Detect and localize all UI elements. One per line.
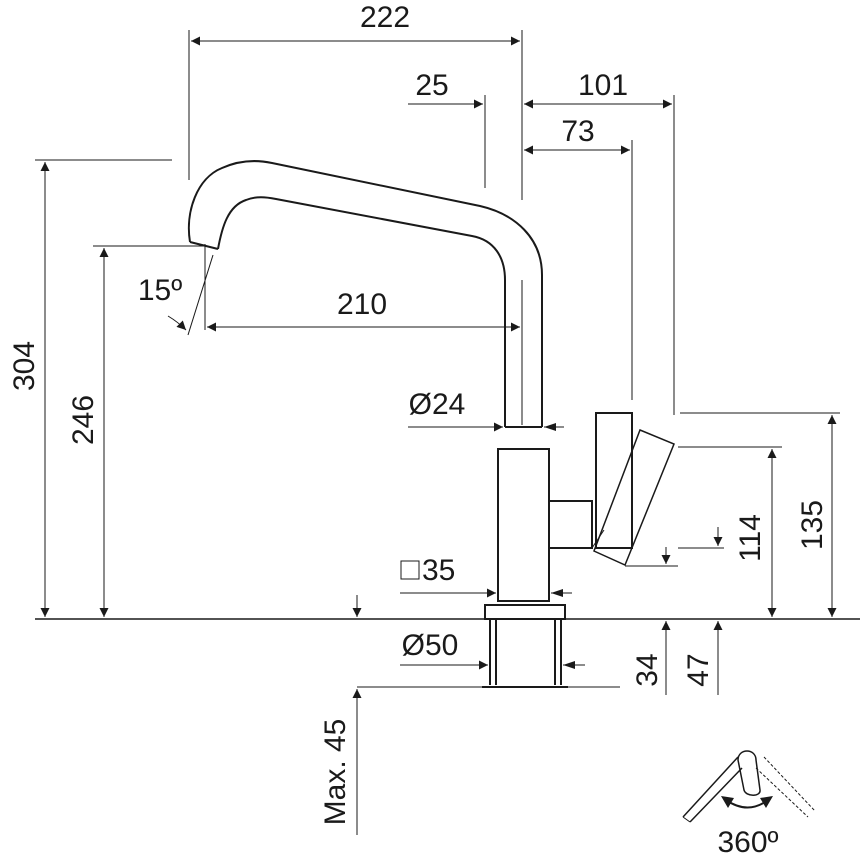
rotation-label: 360º bbox=[717, 826, 778, 859]
lever-connector bbox=[549, 500, 593, 549]
dim-max45-label: Max. 45 bbox=[319, 719, 352, 826]
dim-101: 101 bbox=[524, 69, 675, 415]
dim-135-label: 135 bbox=[796, 500, 829, 550]
dim-d50-label: Ø50 bbox=[402, 629, 459, 662]
dim-73-label: 73 bbox=[561, 115, 594, 148]
dim-34: 34 bbox=[625, 547, 678, 695]
dim-34-label: 34 bbox=[631, 653, 664, 686]
faucet-body bbox=[497, 448, 550, 602]
rotation-arrows-icon: 360º bbox=[682, 750, 816, 859]
dim-210-label: 210 bbox=[337, 288, 387, 321]
dim-47: 47 bbox=[678, 527, 724, 695]
dim-sq35: 35 bbox=[400, 554, 572, 598]
spout-outer-edge bbox=[188, 160, 543, 427]
dim-222-label: 222 bbox=[360, 1, 410, 34]
dim-246: 246 bbox=[67, 245, 205, 617]
dim-d50: Ø50 bbox=[400, 629, 585, 670]
dim-304-label: 304 bbox=[8, 341, 41, 391]
square-symbol-icon bbox=[400, 560, 420, 580]
lever-housing bbox=[595, 412, 633, 549]
spout-inner-edge bbox=[217, 196, 506, 427]
dim-210: 210 bbox=[207, 288, 520, 332]
base-flange bbox=[484, 604, 566, 620]
dim-sq35-label: 35 bbox=[422, 554, 455, 587]
dim-222: 222 bbox=[188, 1, 523, 200]
dim-15-label: 15º bbox=[138, 274, 182, 307]
dim-25-label: 25 bbox=[415, 69, 448, 102]
dim-304: 304 bbox=[8, 159, 172, 617]
dim-101-label: 101 bbox=[578, 69, 628, 102]
dim-d24-label: Ø24 bbox=[409, 388, 466, 421]
dim-d24: Ø24 bbox=[408, 388, 564, 432]
dim-25: 25 bbox=[408, 69, 486, 188]
dim-114: 114 bbox=[678, 446, 782, 617]
dim-135: 135 bbox=[680, 412, 840, 617]
dim-246-label: 246 bbox=[67, 395, 100, 445]
dim-max45: Max. 45 bbox=[319, 595, 620, 835]
dim-15-angle: 15º bbox=[138, 244, 214, 336]
faucet-outline bbox=[188, 160, 675, 688]
dim-47-label: 47 bbox=[682, 653, 715, 686]
lever-handle bbox=[593, 429, 675, 567]
lever-handle-inner bbox=[591, 529, 605, 549]
dim-73: 73 bbox=[524, 115, 633, 400]
dim-114-label: 114 bbox=[734, 514, 767, 562]
